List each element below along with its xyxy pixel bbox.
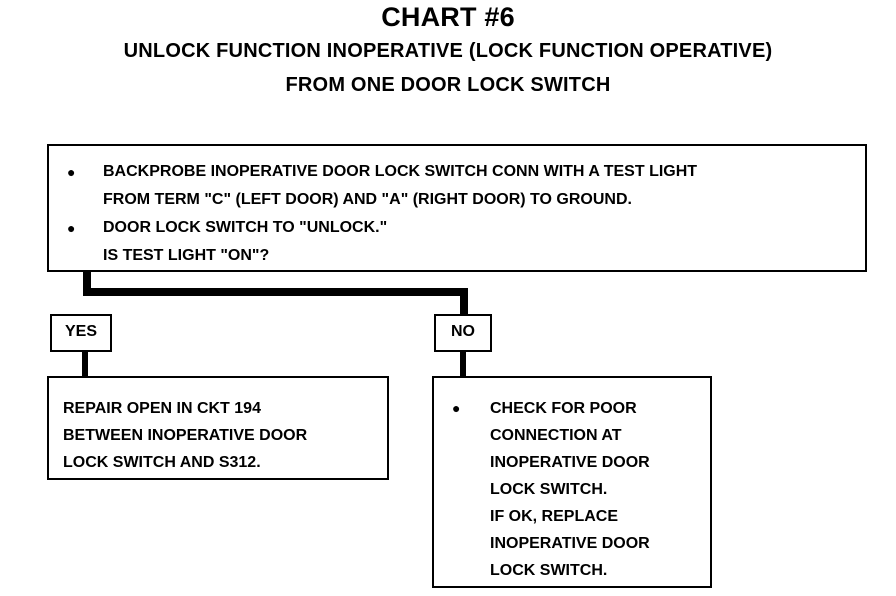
bullet-icon: ● <box>67 164 76 180</box>
test-bullet-2-line-1: DOOR LOCK SWITCH TO "UNLOCK." <box>103 219 388 236</box>
no-line-3: INOPERATIVE DOOR <box>490 454 650 471</box>
yes-result-box: REPAIR OPEN IN CKT 194 BETWEEN INOPERATI… <box>47 376 389 480</box>
yes-line-1: REPAIR OPEN IN CKT 194 <box>63 400 261 417</box>
connector-yes-to-box <box>82 352 88 378</box>
test-bullet-2: ● DOOR LOCK SWITCH TO "UNLOCK." IS TEST … <box>61 214 855 270</box>
connector-horizontal <box>83 288 468 296</box>
test-bullet-1-line-2: FROM TERM "C" (LEFT DOOR) AND "A" (RIGHT… <box>103 191 632 208</box>
no-label: NO <box>434 314 492 352</box>
yes-line-2: BETWEEN INOPERATIVE DOOR <box>63 427 308 444</box>
no-line-2: CONNECTION AT <box>490 427 622 444</box>
no-line-4: LOCK SWITCH. <box>490 481 608 498</box>
connector-down-from-test <box>83 272 91 296</box>
no-line-1: CHECK FOR POOR <box>490 400 637 417</box>
no-line-5: IF OK, REPLACE <box>490 508 619 525</box>
chart-title: CHART #6 <box>381 2 515 32</box>
bullet-icon: ● <box>452 400 461 416</box>
bullet-icon: ● <box>67 220 76 236</box>
connector-no-to-box <box>460 352 466 378</box>
test-bullet-1: ● BACKPROBE INOPERATIVE DOOR LOCK SWITCH… <box>61 158 855 214</box>
test-bullet-2-line-2: IS TEST LIGHT "ON"? <box>103 247 270 264</box>
connector-down-to-no <box>460 288 468 316</box>
yes-label: YES <box>50 314 112 352</box>
no-line-7: LOCK SWITCH. <box>490 562 608 579</box>
test-step-box: ● BACKPROBE INOPERATIVE DOOR LOCK SWITCH… <box>47 144 867 272</box>
no-result-box: ● CHECK FOR POOR CONNECTION AT INOPERATI… <box>432 376 712 588</box>
test-bullet-1-line-1: BACKPROBE INOPERATIVE DOOR LOCK SWITCH C… <box>103 163 698 180</box>
no-line-6: INOPERATIVE DOOR <box>490 535 650 552</box>
chart-subtitle-line-1: UNLOCK FUNCTION INOPERATIVE (LOCK FUNCTI… <box>123 40 773 62</box>
yes-line-3: LOCK SWITCH AND S312. <box>63 454 261 471</box>
chart-subtitle-line-2: FROM ONE DOOR LOCK SWITCH <box>285 74 611 96</box>
